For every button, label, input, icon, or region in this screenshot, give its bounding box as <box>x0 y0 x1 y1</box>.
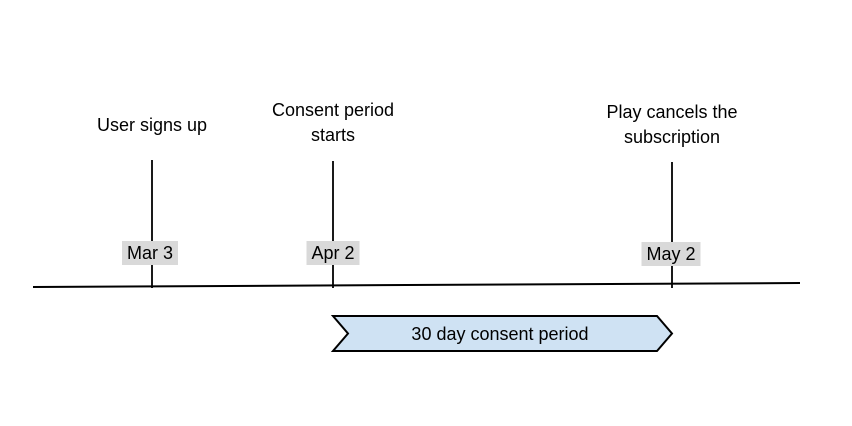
event-label-consent-period-starts: Consent period starts <box>271 100 395 145</box>
date-badge-mar-3: Mar 3 <box>121 241 179 265</box>
date-badge-apr-2: Apr 2 <box>306 241 360 265</box>
consent-period-banner-shape <box>330 315 674 352</box>
date-badge-may-2: May 2 <box>641 242 701 266</box>
consent-period-banner-label: 30 day consent period <box>411 324 589 344</box>
event-label-play-cancels-subscription: Play cancels the subscription <box>606 102 738 147</box>
event-label-user-signs-up: User signs up <box>96 115 208 135</box>
timeline-axis-line <box>32 282 801 288</box>
